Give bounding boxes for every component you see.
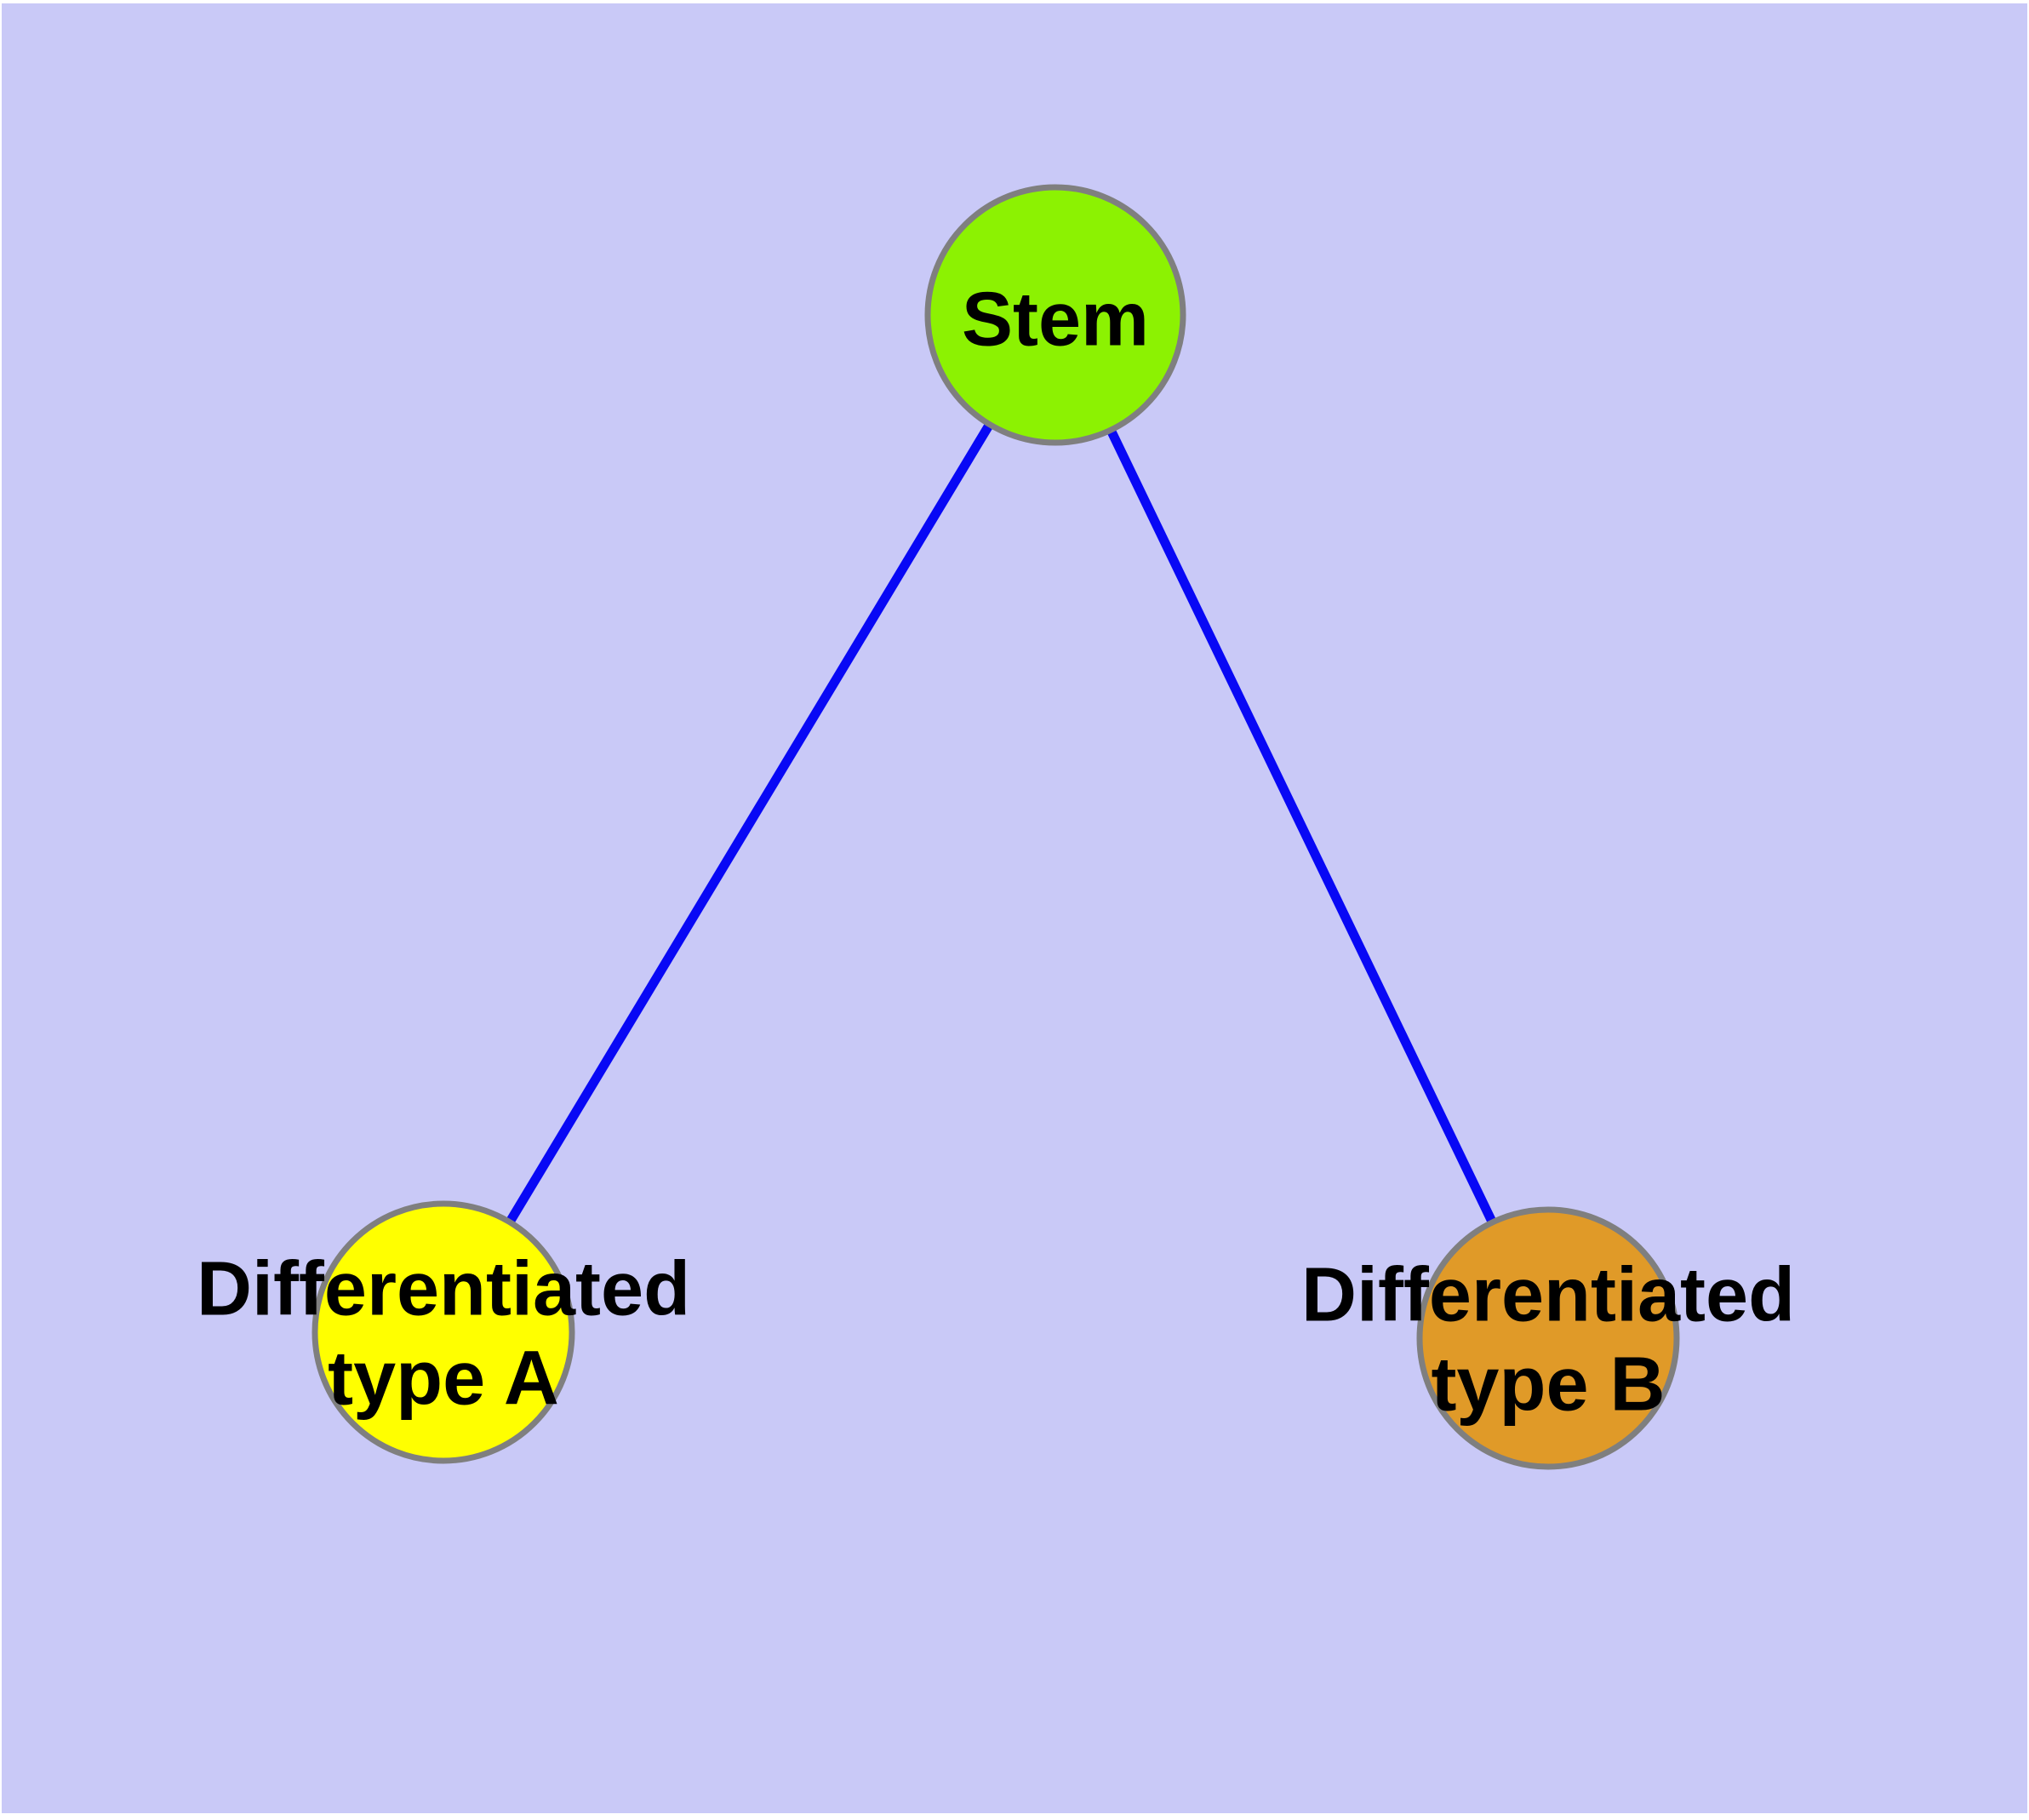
node-stem-label-text: Stem — [961, 277, 1150, 363]
node-stem-label: Stem — [962, 275, 1149, 364]
node-type-b-label: Differentiated type B — [1301, 1251, 1795, 1431]
node-type-b-label-line-2: type B — [1431, 1342, 1666, 1428]
node-type-a-label-line-1: Differentiated — [196, 1246, 691, 1332]
node-type-b-label-line-1: Differentiated — [1300, 1252, 1796, 1338]
node-stem-circle — [924, 184, 1186, 446]
node-type-a-circle — [311, 1200, 575, 1464]
edge-stem-to-type-a — [439, 312, 1060, 1335]
node-type-a-label: Differentiated type A — [197, 1245, 690, 1425]
node-type-a-label-line-2: type A — [328, 1336, 559, 1422]
node-type-b-circle — [1416, 1206, 1680, 1470]
edge-stem-to-type-b — [1051, 312, 1552, 1341]
